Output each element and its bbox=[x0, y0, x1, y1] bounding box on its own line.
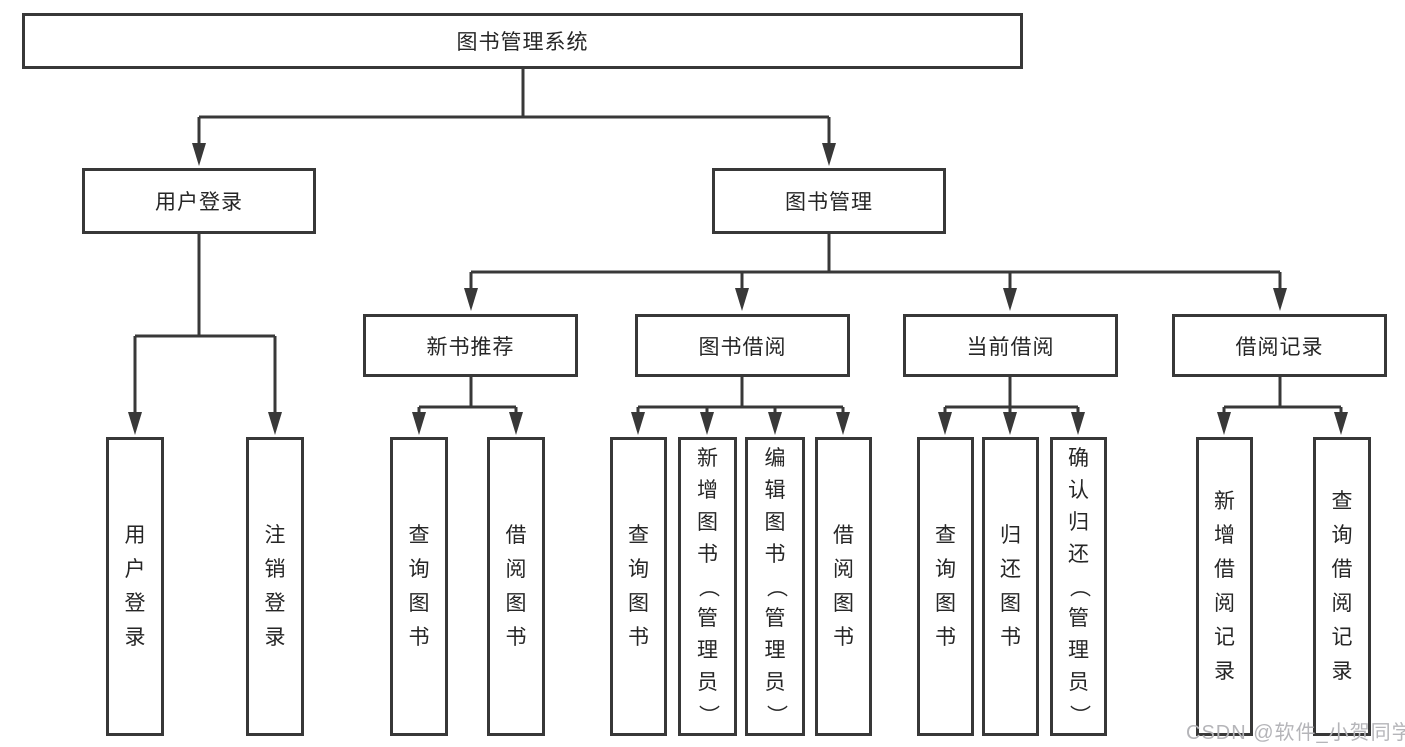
leaf-current-return-books: 归还图书 bbox=[982, 437, 1039, 736]
branch-book-management: 图书管理 bbox=[712, 168, 946, 234]
leaf-logout-label: 注销登录 bbox=[264, 523, 286, 649]
node-borrow-records-label: 借阅记录 bbox=[1235, 335, 1324, 359]
leaf-borrow-borrow-books: 借阅图书 bbox=[815, 437, 872, 736]
node-current-borrow-label: 当前借阅 bbox=[966, 335, 1055, 359]
arrowheads bbox=[128, 143, 1348, 435]
leaf-current-query-books: 查询图书 bbox=[917, 437, 974, 736]
branch-user-login: 用户登录 bbox=[82, 168, 316, 234]
leaf-records-query-record-label: 查询借阅记录 bbox=[1331, 489, 1353, 683]
leaf-recommend-query-books-label: 查询图书 bbox=[408, 523, 430, 649]
csdn-watermark: CSDN @软件_小贺同学 bbox=[1186, 722, 1405, 744]
node-new-book-recommend: 新书推荐 bbox=[363, 314, 578, 377]
leaf-borrow-add-books-admin-label: 新增图书（管理员） bbox=[696, 446, 720, 726]
node-book-borrow-label: 图书借阅 bbox=[698, 335, 787, 359]
leaf-borrow-edit-books-admin-label: 编辑图书（管理员） bbox=[764, 446, 787, 726]
leaf-recommend-query-books: 查询图书 bbox=[390, 437, 448, 736]
leaf-borrow-edit-books-admin: 编辑图书（管理员） bbox=[745, 437, 805, 736]
leaf-borrow-borrow-books-label: 借阅图书 bbox=[833, 523, 854, 649]
node-new-book-recommend-label: 新书推荐 bbox=[426, 335, 515, 359]
leaf-logout: 注销登录 bbox=[246, 437, 304, 736]
leaf-recommend-borrow-books-label: 借阅图书 bbox=[505, 523, 527, 649]
root-node-label: 图书管理系统 bbox=[456, 31, 589, 54]
leaf-current-query-books-label: 查询图书 bbox=[935, 523, 956, 649]
node-borrow-records: 借阅记录 bbox=[1172, 314, 1387, 377]
branch-book-management-label: 图书管理 bbox=[785, 191, 873, 214]
leaf-records-query-record: 查询借阅记录 bbox=[1313, 437, 1371, 736]
leaf-records-add-record-label: 新增借阅记录 bbox=[1214, 489, 1235, 683]
leaf-current-confirm-return-admin: 确认归还（管理员） bbox=[1050, 437, 1107, 736]
leaf-user-login: 用户登录 bbox=[106, 437, 164, 736]
node-current-borrow: 当前借阅 bbox=[903, 314, 1118, 377]
leaf-recommend-borrow-books: 借阅图书 bbox=[487, 437, 545, 736]
leaf-records-add-record: 新增借阅记录 bbox=[1196, 437, 1253, 736]
leaf-borrow-query-books-label: 查询图书 bbox=[628, 523, 649, 649]
node-book-borrow: 图书借阅 bbox=[635, 314, 850, 377]
leaf-current-return-books-label: 归还图书 bbox=[1000, 523, 1021, 649]
root-node-library-management-system: 图书管理系统 bbox=[22, 13, 1023, 69]
leaf-borrow-add-books-admin: 新增图书（管理员） bbox=[678, 437, 737, 736]
branch-user-login-label: 用户登录 bbox=[155, 191, 243, 214]
leaf-current-confirm-return-admin-label: 确认归还（管理员） bbox=[1067, 446, 1091, 726]
leaf-user-login-label: 用户登录 bbox=[124, 523, 146, 649]
leaf-borrow-query-books: 查询图书 bbox=[610, 437, 667, 736]
